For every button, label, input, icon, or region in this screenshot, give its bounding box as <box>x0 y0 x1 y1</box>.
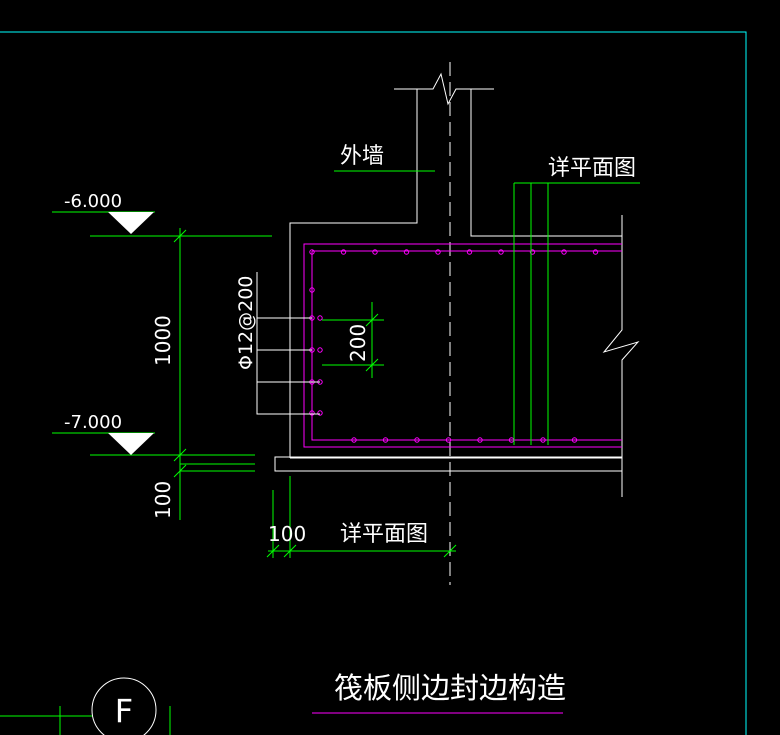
rebar-dot <box>372 249 378 255</box>
elevation-bottom-label: -7.000 <box>64 412 122 433</box>
rebar-spacing-dimension: 200 <box>346 324 370 362</box>
rebar-dot <box>445 437 452 443</box>
cushion-thickness-dimension: 100 <box>151 481 175 519</box>
rebar-dot <box>435 249 441 255</box>
rebar-dot <box>466 249 473 255</box>
rebar-dot <box>309 249 315 255</box>
elevation-marker-bottom: -7.000 <box>64 412 154 455</box>
rebar-dot <box>498 249 504 255</box>
rebar-dot <box>592 249 599 255</box>
rebar-dot <box>403 249 410 255</box>
rebar-dot <box>317 347 323 353</box>
rebar-leaders <box>256 272 320 415</box>
wall-break-symbol <box>394 72 494 106</box>
outer-wall <box>289 72 622 458</box>
slab-break-symbol <box>602 215 640 497</box>
rebar-dot <box>414 437 420 443</box>
drawing-frame <box>0 31 747 735</box>
rebar-dots <box>309 249 599 443</box>
axis-bubble-label: F <box>115 692 133 730</box>
dimension-ticks <box>173 229 457 558</box>
elevation-top-label: -6.000 <box>64 191 122 212</box>
detail-plan-label-top: 详平面图 <box>548 156 636 181</box>
raft-slab <box>290 215 640 497</box>
elevation-marker-top: -6.000 <box>64 191 154 234</box>
rebar-dot <box>340 249 347 255</box>
rebar-dot <box>317 410 323 416</box>
cushion-layer <box>274 456 623 472</box>
rebar-dot <box>382 437 389 443</box>
rebar-dot <box>477 437 483 443</box>
edge-offset-dimension: 100 <box>268 522 306 546</box>
rebar-dot <box>561 249 567 255</box>
outer-wall-label: 外墙 <box>340 144 384 169</box>
rebar-spec-label: Φ12@200 <box>235 276 257 370</box>
rebar-dot <box>309 287 315 293</box>
slab-thickness-dimension: 1000 <box>151 315 175 366</box>
drawing-title: 筏板侧边封边构造 <box>334 671 566 705</box>
rebar-dot <box>529 249 536 255</box>
rebar-dot <box>540 437 546 443</box>
rebar-dot <box>317 315 323 321</box>
reference-lines <box>0 170 640 735</box>
rebar-dot <box>351 437 357 443</box>
rebar-dot <box>309 410 315 416</box>
detail-plan-label-bottom: 详平面图 <box>340 522 428 547</box>
rebar-dot <box>571 437 578 443</box>
axis-bubble: F <box>91 677 157 735</box>
